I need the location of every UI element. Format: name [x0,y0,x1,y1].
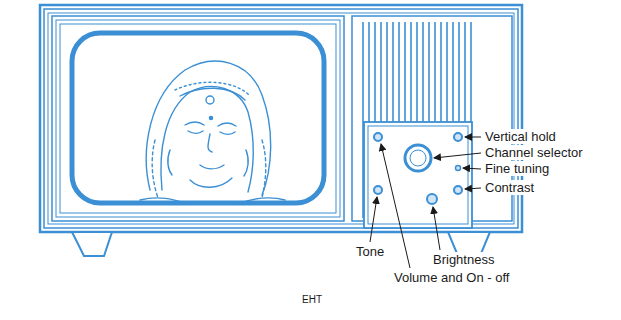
callout-label: Fine tuning [484,161,550,176]
face-sketch [140,61,285,203]
callout-label: Vertical hold [484,129,557,144]
callout-label: EHT [301,292,323,307]
leader-lines [370,137,481,268]
callout-label: Tone [355,244,385,259]
callout-label: Volume and On - off [393,270,510,285]
callout-label: Brightness [432,252,495,267]
tv-cabinet [40,5,522,232]
callout-label: Channel selector [484,145,584,160]
callout-label: Contrast [484,180,535,195]
tv-legs [72,232,490,256]
